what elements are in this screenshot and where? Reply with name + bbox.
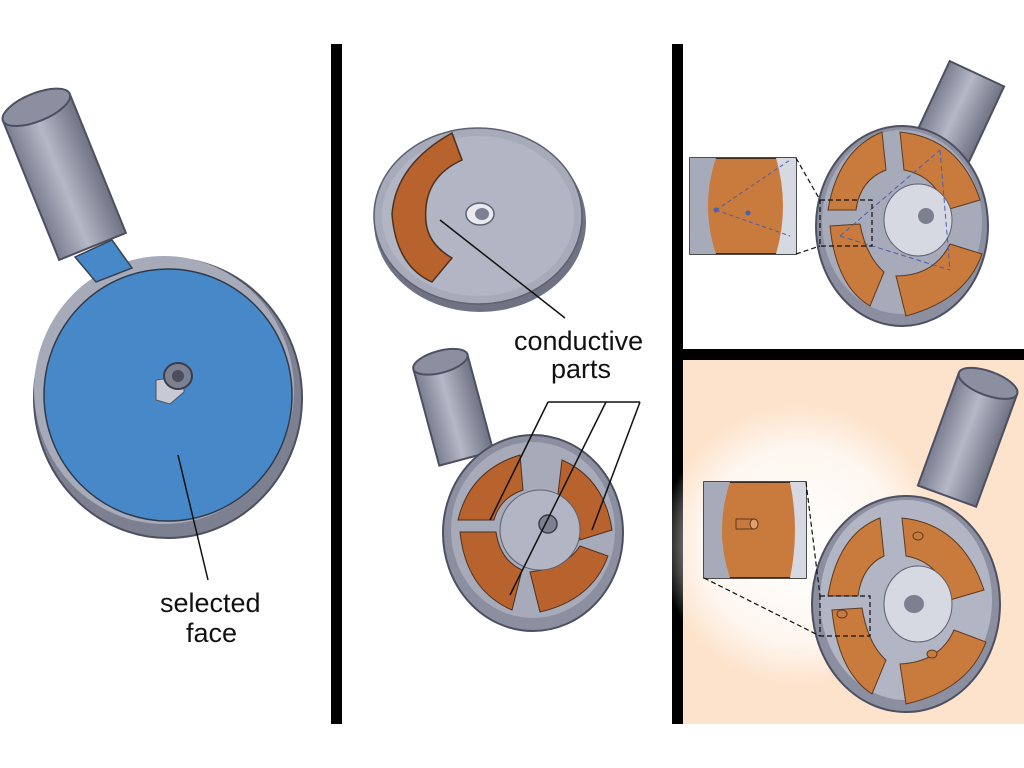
conductive-label-line2: parts (551, 354, 611, 384)
three-sector-part-icon (412, 347, 624, 632)
conductive-leaders (439, 219, 641, 596)
selected-face-leader (177, 454, 209, 581)
panel-dividers (331, 44, 1024, 724)
divider-left (331, 44, 342, 724)
pin-detail-part (811, 366, 1019, 713)
divider-right (672, 44, 683, 724)
divider-horizontal (672, 349, 1024, 360)
sketch-detail-part (815, 59, 1006, 327)
sketch-zoom-callout (689, 157, 873, 255)
selected-label-line2: face (186, 618, 237, 648)
pin-zoom-callout (703, 481, 871, 637)
conductive-label-line1: conductive (514, 326, 643, 356)
blue-selected-part-icon (1, 87, 303, 539)
selected-label-line1: selected (160, 588, 261, 618)
grey-disc-icon (373, 127, 586, 312)
